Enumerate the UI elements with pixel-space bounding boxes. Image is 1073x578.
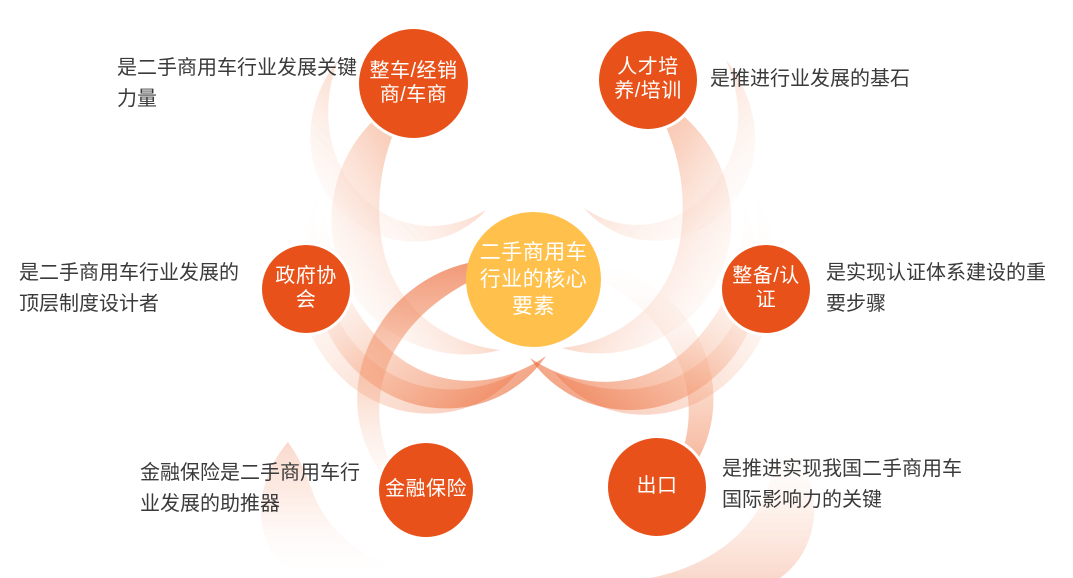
caption-finance: 金融保险是二手商用车行业发展的助推器 <box>140 462 360 515</box>
node-government[interactable]: 政府协会 <box>259 242 353 336</box>
node-talent-label: 人才培养/培训 <box>614 56 682 102</box>
petal-finance <box>357 259 520 516</box>
node-recondition-label: 整备/认证 <box>732 265 800 311</box>
node-export-label: 出口 <box>636 475 678 498</box>
node-government-label: 政府协会 <box>275 265 337 311</box>
petal-export <box>554 260 714 516</box>
caption-export: 是推进实现我国二手商用车国际影响力的关键 <box>722 458 962 511</box>
caption-government: 是二手商用车行业发展的顶层制度设计者 <box>19 262 239 315</box>
caption-talent: 是推进行业发展的基石 <box>710 68 910 90</box>
node-finance[interactable]: 金融保险 <box>376 440 476 540</box>
petal-halos <box>261 60 815 578</box>
node-export[interactable]: 出口 <box>605 435 709 539</box>
petal-dealer <box>331 92 500 355</box>
caption-recondition: 是实现认证体系建设的重要步骤 <box>826 262 1046 315</box>
node-finance-label: 金融保险 <box>385 478 467 501</box>
caption-dealer: 是二手商用车行业发展关键力量 <box>117 57 357 110</box>
node-dealer[interactable]: 整车/经销商/车商 <box>356 26 471 141</box>
core-node[interactable]: 二手商用车行业的核心要素 <box>466 212 601 347</box>
node-talent[interactable]: 人才培养/培训 <box>596 28 700 132</box>
node-dealer-label: 整车/经销商/车商 <box>369 59 458 106</box>
petal-talent <box>562 92 732 354</box>
core-node-label: 二手商用车行业的核心要素 <box>479 240 588 319</box>
node-recondition[interactable]: 整备/认证 <box>719 242 813 336</box>
